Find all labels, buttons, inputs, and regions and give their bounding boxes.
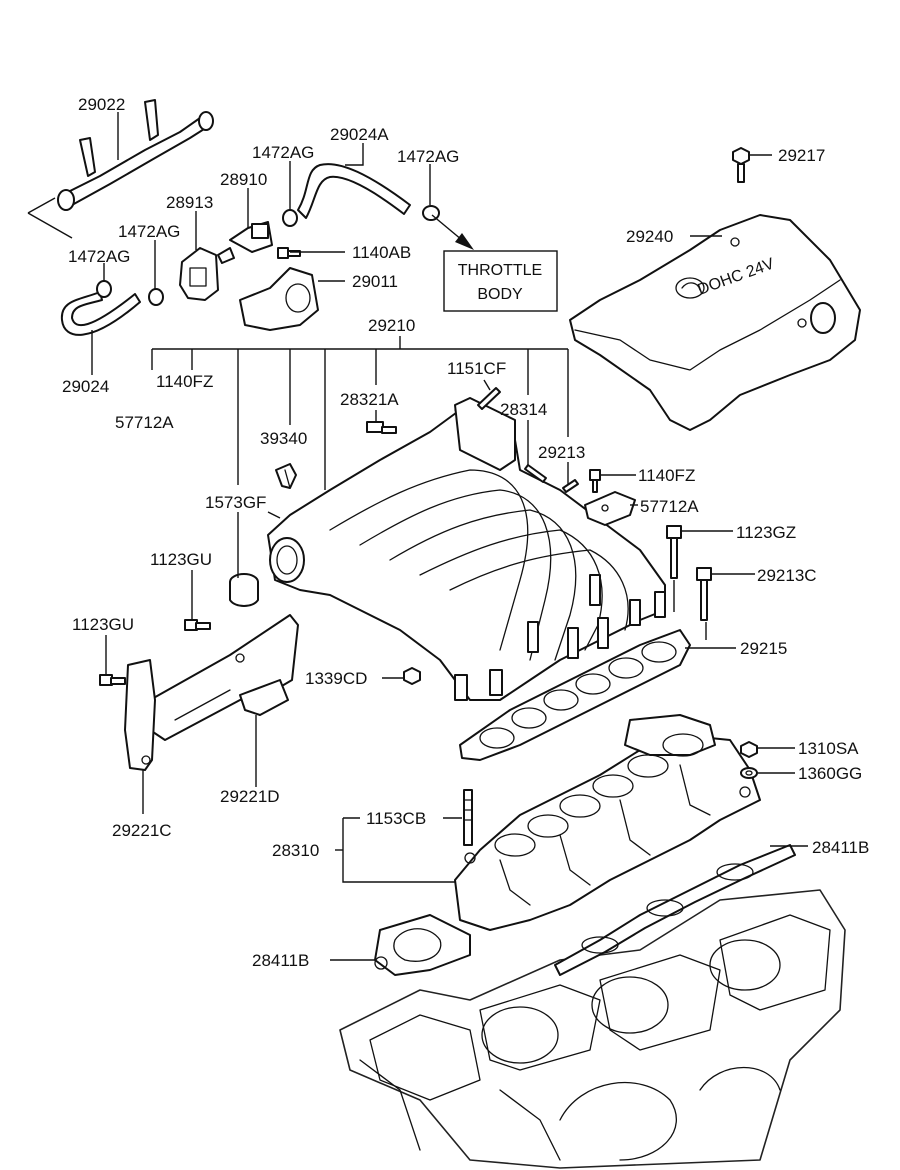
hose-29024A: [297, 163, 411, 219]
label-29024A: 29024A: [330, 125, 389, 144]
label-1123GU-upper: 1123GU: [150, 550, 212, 569]
gasket-29215: [459, 629, 691, 761]
label-29221C: 29221C: [112, 821, 172, 840]
label-29240: 29240: [626, 227, 673, 246]
leader-lines: [27, 112, 808, 961]
label-57712A-right: 57712A: [640, 497, 699, 516]
label-28411B-left: 28411B: [252, 951, 309, 970]
bolt-29213C: [696, 567, 712, 621]
bracket-29221C: [124, 659, 156, 771]
bracket-29221D: [149, 614, 299, 741]
engine-block: [339, 889, 846, 1169]
upper-intake-manifold-29210: [267, 397, 666, 701]
label-29210: 29210: [368, 316, 415, 335]
valve-28910: [217, 221, 273, 264]
label-1123GU-lower: 1123GU: [72, 615, 134, 634]
label-28310: 28310: [272, 841, 319, 860]
throttle-body-box: THROTTLE BODY: [443, 250, 558, 312]
bolt-28321A: [366, 421, 397, 434]
label-39340: 39340: [260, 429, 307, 448]
label-29213: 29213: [538, 443, 585, 462]
bracket-57712A-right: [584, 491, 636, 526]
throttle-body-line1: THROTTLE: [458, 262, 542, 279]
label-29217: 29217: [778, 146, 825, 165]
label-1140FZ-right: 1140FZ: [638, 466, 695, 485]
label-1472AG-mid: 1472AG: [118, 222, 180, 241]
gasket-28411B-left: [374, 914, 471, 976]
label-1140AB: 1140AB: [352, 243, 411, 262]
label-29011: 29011: [352, 272, 398, 291]
gasket-28411B-right: [554, 844, 796, 976]
label-1360GG: 1360GG: [798, 764, 862, 783]
bolt-1123GU-lower: [99, 674, 126, 686]
label-1153CB: 1153CB: [366, 809, 426, 828]
bolt-29217: [732, 147, 750, 183]
bolt-1140FZ-right: [589, 469, 601, 493]
hose-29024: [60, 291, 141, 336]
part-labels: 29022 29024A 1472AG 1472AG 28910 28913 1…: [62, 95, 869, 970]
clamps-1472AG: [96, 205, 440, 306]
nut-1310SA: [740, 741, 758, 758]
label-29215: 29215: [740, 639, 787, 658]
label-28411B-right: 28411B: [812, 838, 869, 857]
stud-1153CB: [463, 789, 473, 846]
lower-intake-manifold-28310: [454, 714, 761, 931]
pin-28314: [524, 464, 547, 483]
label-1472AG-top-left: 1472AG: [252, 143, 314, 162]
label-1472AG-top-right: 1472AG: [397, 147, 459, 166]
label-1123GZ: 1123GZ: [736, 523, 796, 542]
label-29213C: 29213C: [757, 566, 817, 585]
bracket-29011: [239, 267, 319, 331]
throttle-body-line2: BODY: [477, 286, 523, 303]
washer-1360GG: [740, 767, 758, 779]
arrow-to-throttle: [431, 214, 474, 250]
label-29221D: 29221D: [220, 787, 280, 806]
nut-1339CD: [403, 667, 421, 685]
bolt-1123GU-upper: [184, 619, 211, 631]
sensor-39340: [275, 463, 297, 489]
engine-cover-29240: DOHC 24V: [569, 214, 861, 431]
label-1151CF: 1151CF: [447, 359, 506, 378]
pipe-29022: [57, 99, 214, 211]
label-28321A: 28321A: [340, 390, 399, 409]
label-1339CD: 1339CD: [305, 669, 367, 688]
bolt-1123GZ: [666, 525, 682, 579]
sensor-28913: [179, 247, 219, 301]
label-1573GF: 1573GF: [205, 493, 266, 512]
bolt-1140AB: [277, 247, 301, 259]
label-28314: 28314: [500, 400, 547, 419]
label-1140FZ-left: 1140FZ: [156, 372, 213, 391]
label-29024: 29024: [62, 377, 109, 396]
label-28910: 28910: [220, 170, 267, 189]
label-1310SA: 1310SA: [798, 739, 859, 758]
label-29022: 29022: [78, 95, 125, 114]
label-57712A-left: 57712A: [115, 413, 174, 432]
label-28913: 28913: [166, 193, 213, 212]
ring-1573GF: [229, 573, 259, 607]
label-1472AG-left: 1472AG: [68, 247, 130, 266]
pin-1151CF: [477, 387, 501, 410]
pin-29213: [562, 479, 579, 493]
